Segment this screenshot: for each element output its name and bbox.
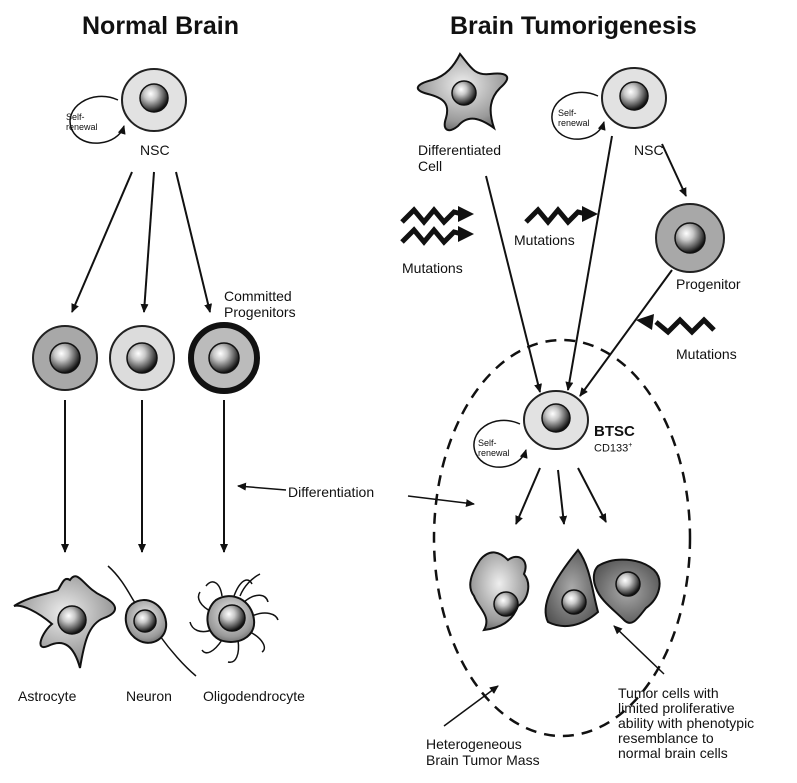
mutations-label-1: Mutations	[402, 260, 463, 276]
arrow-btsc-to-tumor-1	[516, 468, 540, 524]
tumor-nsc-label: NSC	[634, 142, 664, 158]
differentiated-cell-label: Differentiated Cell	[418, 142, 501, 174]
progenitor-oligo	[191, 325, 257, 391]
arrow-btsc-to-tumor-2	[558, 470, 564, 524]
arrow-progenitor-to-btsc	[580, 270, 672, 396]
mutations-label-3: Mutations	[676, 346, 737, 362]
tumor-cell-2	[546, 550, 598, 626]
tumor-self-renewal-label: Self- renewal	[558, 108, 590, 128]
mutation-arrow-2	[526, 210, 586, 222]
progenitor-astro	[33, 326, 97, 390]
differentiated-cell	[418, 54, 507, 130]
btsc-self-renewal-label: Self- renewal	[478, 438, 510, 458]
tumor-cell-3	[594, 560, 660, 623]
arrow-nsc-to-oligo-progenitor	[176, 172, 210, 312]
oligodendrocyte-label: Oligodendrocyte	[203, 688, 305, 704]
progenitor-label: Progenitor	[676, 276, 741, 292]
astrocyte-cell	[14, 576, 115, 668]
tumor-cells-label: Tumor cells with limited proliferative a…	[618, 686, 754, 761]
neuron-label: Neuron	[126, 688, 172, 704]
normal-brain-title: Normal Brain	[82, 12, 239, 41]
differentiation-arrow-right	[408, 496, 474, 504]
differentiation-arrow-left	[238, 486, 286, 490]
arrow-btsc-to-tumor-3	[578, 468, 606, 522]
mutation-arrowhead-1b	[458, 226, 474, 242]
mutation-arrowhead-2	[582, 206, 598, 222]
mutation-arrowhead-1a	[458, 206, 474, 222]
mutations-label-2: Mutations	[514, 232, 575, 248]
neuron-cell	[108, 566, 196, 676]
normal-nsc-cell	[122, 69, 186, 131]
arrow-nsc-to-astro-progenitor	[72, 172, 132, 312]
oligodendrocyte-cell	[190, 574, 278, 662]
heterogeneous-pointer	[444, 686, 498, 726]
mutation-arrow-3	[656, 320, 714, 332]
normal-self-renewal-label: Self- renewal	[66, 112, 98, 132]
cd133-text: CD133	[594, 443, 628, 455]
arrow-diff-to-btsc	[486, 176, 540, 392]
tumorigenesis-title: Brain Tumorigenesis	[450, 12, 697, 41]
tumor-cell-1	[470, 552, 528, 630]
btsc-cell	[524, 391, 588, 449]
progenitor-neuron	[110, 326, 174, 390]
mutation-arrow-1	[402, 210, 462, 242]
cd133-label: CD133+	[594, 442, 632, 455]
cd133-sup: +	[628, 442, 632, 449]
arrow-nsc-to-neuron-progenitor	[144, 172, 154, 312]
differentiation-label: Differentiation	[288, 484, 374, 500]
normal-nsc-label: NSC	[140, 142, 170, 158]
astrocyte-label: Astrocyte	[18, 688, 76, 704]
tumor-nsc-cell	[602, 68, 666, 128]
arrow-nsc-to-progenitor	[662, 144, 686, 196]
btsc-label: BTSC	[594, 423, 635, 440]
tumor-cells-pointer	[614, 626, 664, 674]
progenitor-cell	[656, 204, 724, 272]
committed-progenitors-label: Committed Progenitors	[224, 288, 296, 320]
heterogeneous-label: Heterogeneous Brain Tumor Mass	[426, 736, 540, 768]
